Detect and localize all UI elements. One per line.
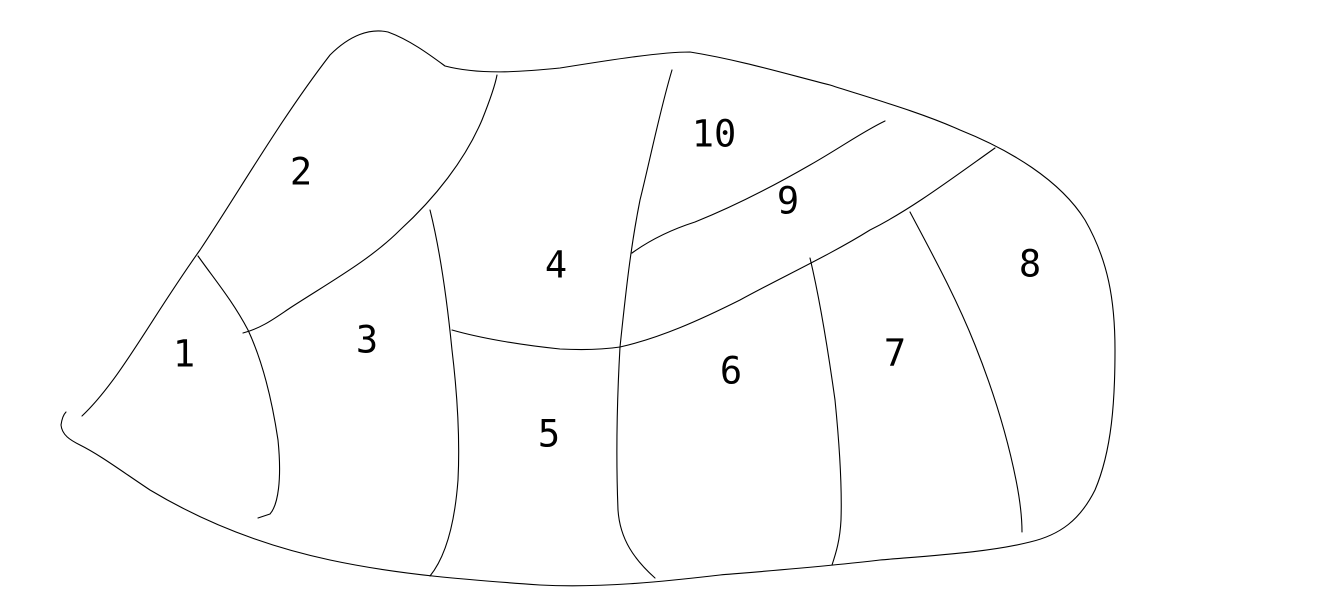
divider-4-10-5-6 — [616, 69, 673, 579]
region-2-label: 2 — [290, 151, 312, 194]
region-7-label: 7 — [884, 332, 906, 375]
region-5-label: 5 — [538, 413, 560, 456]
divider-10-9 — [631, 120, 886, 254]
divider-1-3 — [197, 255, 281, 519]
region-6-label: 6 — [720, 350, 742, 393]
region-4-label: 4 — [545, 244, 567, 287]
divider-3-4 — [429, 209, 460, 577]
outer-outline — [60, 30, 1116, 587]
divider-2-3 — [242, 74, 498, 334]
region-1-label: 1 — [173, 333, 195, 376]
region-10-label: 10 — [692, 113, 737, 156]
divider-band-lower — [619, 147, 996, 348]
divider-6-7 — [809, 257, 842, 566]
region-8-label: 8 — [1019, 243, 1041, 286]
divider-7-8 — [909, 211, 1023, 533]
divider-4-5 — [451, 329, 621, 351]
region-3-label: 3 — [356, 319, 378, 362]
region-9-label: 9 — [777, 180, 799, 223]
